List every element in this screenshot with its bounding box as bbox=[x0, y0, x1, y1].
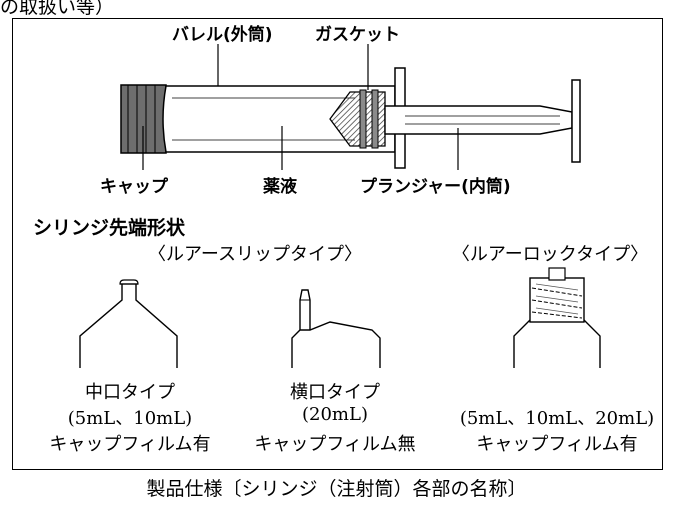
tip-name: 横口タイプ bbox=[290, 382, 380, 403]
tip-lock-shape bbox=[513, 267, 601, 368]
luer-lock-heading: 〈ルアーロックタイプ〉 bbox=[451, 244, 649, 265]
tip-side-shape bbox=[291, 289, 381, 368]
tip-volume: (5mL、10mL) bbox=[67, 408, 193, 429]
tip-name: 中口タイプ bbox=[85, 382, 175, 403]
tip-film: キャップフィルム無 bbox=[254, 434, 416, 455]
tip-center-shape bbox=[79, 279, 178, 368]
figure-frame bbox=[12, 18, 663, 470]
barrel-shape bbox=[162, 85, 396, 153]
plunger-label: プランジャー(内筒) bbox=[360, 177, 511, 197]
section-title: シリンジ先端形状 bbox=[33, 217, 186, 239]
tip-film: キャップフィルム有 bbox=[476, 434, 638, 455]
gasket-label: ガスケット bbox=[315, 25, 400, 45]
tip-film: キャップフィルム有 bbox=[49, 434, 211, 455]
plunger-shape bbox=[384, 79, 581, 163]
figure-caption: 製品仕様〔シリンジ（注射筒）各部の名称〕 bbox=[146, 478, 527, 500]
tip-volume: (20mL) bbox=[302, 404, 368, 425]
liquid-label: 薬液 bbox=[263, 177, 297, 197]
tip-volume: (5mL、10mL、20mL) bbox=[459, 408, 655, 429]
cap-shape bbox=[120, 84, 167, 154]
luer-slip-heading: 〈ルアースリップタイプ〉 bbox=[147, 244, 363, 265]
top-fragment-text: の取扱い等） bbox=[0, 0, 115, 18]
cap-label: キャップ bbox=[100, 177, 168, 197]
barrel-label: バレル(外筒) bbox=[172, 25, 273, 45]
